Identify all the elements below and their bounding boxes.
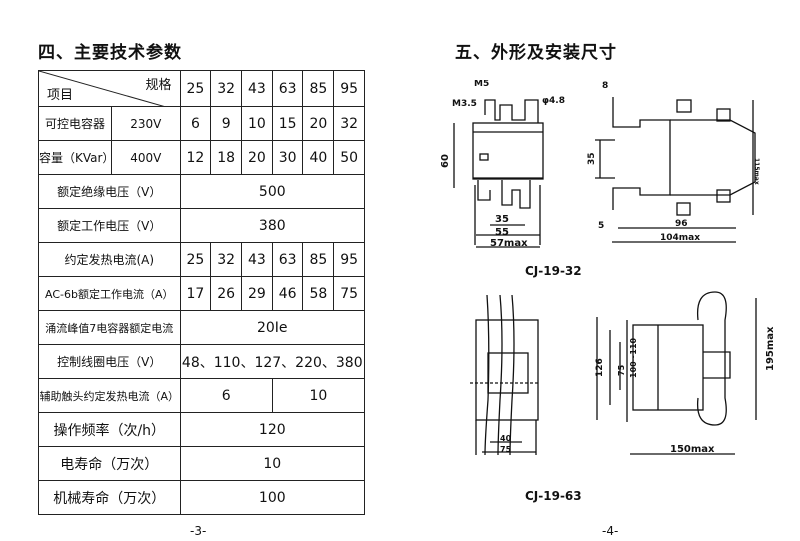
svg-text:150max: 150max <box>670 444 715 455</box>
model-cell: 43 <box>241 70 273 107</box>
caption-cj-19-32: CJ-19-32 <box>525 264 582 278</box>
svg-text:M5: M5 <box>474 80 489 89</box>
svg-text:8: 8 <box>602 81 608 91</box>
svg-text:115max: 115max <box>753 158 760 185</box>
table-row: 操作频率（次/h）120 <box>38 412 366 447</box>
dimension-drawings: 60 35 55 57max M5 M3.5 φ4.8 8 35 115max … <box>440 80 776 503</box>
svg-text:55: 55 <box>495 227 509 238</box>
svg-text:104max: 104max <box>660 233 700 243</box>
model-cell: 32 <box>210 70 243 107</box>
svg-text:40: 40 <box>500 434 512 443</box>
table-row: 规格 项目 25 32 43 63 85 95 <box>38 70 365 107</box>
svg-text:φ4.8: φ4.8 <box>542 96 565 106</box>
table-row: 额定绝缘电压（V）500 <box>38 174 366 209</box>
header-corner-cell: 规格 项目 <box>38 70 181 107</box>
table-row: 机械寿命（万次）100 <box>38 480 366 515</box>
model-cell: 85 <box>302 70 335 107</box>
page-number-left: -3- <box>190 524 207 538</box>
svg-text:126: 126 <box>595 358 605 377</box>
svg-text:100~110: 100~110 <box>629 337 638 378</box>
svg-text:75: 75 <box>617 364 626 376</box>
svg-text:60: 60 <box>440 154 451 168</box>
table-row: 电寿命（万次）10 <box>38 446 366 481</box>
svg-text:5: 5 <box>598 221 604 231</box>
table-row: 控制线圈电压（V）48、110、127、220、380 <box>38 344 366 379</box>
table-row: 额定工作电压（V）380 <box>38 208 366 243</box>
svg-text:96: 96 <box>675 219 688 229</box>
svg-text:35: 35 <box>587 152 597 165</box>
page-number-right: -4- <box>602 524 619 538</box>
cj-19-32-side-view: 8 35 115max 5 96 104max <box>587 81 760 243</box>
model-cell: 63 <box>271 70 304 107</box>
svg-text:35: 35 <box>495 214 509 225</box>
model-cell: 25 <box>179 70 212 107</box>
svg-text:57max: 57max <box>490 238 528 249</box>
cj-19-63-front-view: 40 75 <box>470 294 540 456</box>
svg-text:75: 75 <box>500 445 512 454</box>
svg-text:M3.5: M3.5 <box>452 99 477 109</box>
caption-cj-19-63: CJ-19-63 <box>525 489 582 503</box>
svg-text:195max: 195max <box>765 326 776 371</box>
cj-19-32-front-view: 60 35 55 57max M5 M3.5 φ4.8 <box>440 80 565 249</box>
section-title-dimensions: 五、外形及安装尺寸 <box>455 43 617 63</box>
cj-19-63-side-view: 126 100~110 75 150max 195max <box>595 291 776 455</box>
section-title-specs: 四、主要技术参数 <box>38 43 182 63</box>
model-cell: 95 <box>333 70 365 107</box>
